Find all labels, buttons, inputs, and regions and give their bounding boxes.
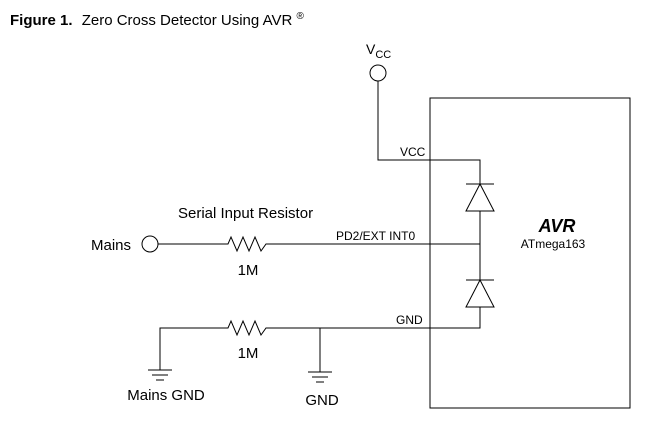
- vcc-internal-wire: [430, 159, 481, 184]
- figure-number: Figure 1.: [10, 12, 73, 29]
- avr-chip: [429, 97, 631, 409]
- registered-mark: ®: [296, 11, 304, 22]
- gnd-internal-wire: [430, 307, 481, 329]
- upper-resistor-icon: [158, 235, 430, 253]
- upper-resistor-value: 1M: [238, 262, 259, 279]
- pin-int0-label: PD2/EXT INT0: [336, 229, 415, 243]
- pin-gnd-label: GND: [396, 313, 423, 327]
- vcc-supply-label: VCC: [366, 41, 391, 61]
- resistor-heading: Serial Input Resistor: [178, 205, 313, 222]
- figure-title: Zero Cross Detector Using AVR: [82, 12, 293, 29]
- vcc-wire: [377, 81, 430, 161]
- lower-resistor-icon: [159, 319, 430, 370]
- upper-diode-icon: [465, 182, 495, 212]
- svg-text:Figure 1. Zero Cross Detec: Figure 1. Zero Cross Detector Using AVR …: [10, 11, 304, 29]
- mains-label: Mains: [91, 237, 131, 254]
- pin-vcc-label: VCC: [400, 145, 426, 159]
- mains-terminal: [141, 235, 159, 253]
- gnd-label: GND: [305, 392, 339, 409]
- lower-resistor-value: 1M: [238, 345, 259, 362]
- chip-part: ATmega163: [521, 237, 586, 251]
- lower-diode-icon: [465, 278, 495, 308]
- mains-gnd-label: Mains GND: [127, 387, 205, 404]
- vcc-terminal: [369, 64, 387, 82]
- chip-name: AVR: [538, 216, 576, 236]
